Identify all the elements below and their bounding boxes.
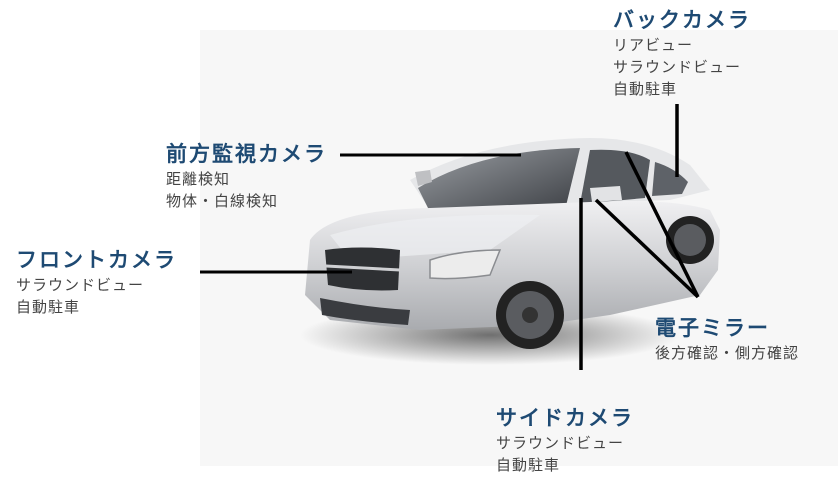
label-line: サラウンドビュー [16, 276, 145, 294]
label-line: 自動駐車 [496, 456, 561, 474]
car-illustration [300, 138, 720, 365]
label-line: 自動駐車 [613, 80, 678, 98]
label-line: 後方確認・側方確認 [655, 344, 800, 362]
label-title: フロントカメラ [16, 248, 177, 272]
label-front-camera: フロントカメラ サラウンドビュー 自動駐車 [16, 246, 177, 318]
label-front-monitor-camera: 前方監視カメラ 距離検知 物体・白線検知 [166, 140, 327, 212]
label-title: 電子ミラー [655, 316, 770, 340]
label-line: 物体・白線検知 [166, 192, 279, 210]
label-title: バックカメラ [613, 8, 751, 32]
label-line: 自動駐車 [16, 298, 81, 316]
label-title: 前方監視カメラ [166, 142, 327, 166]
label-side-camera: サイドカメラ サラウンドビュー 自動駐車 [496, 404, 634, 476]
label-electronic-mirror: 電子ミラー 後方確認・側方確認 [655, 314, 799, 364]
label-line: サラウンドビュー [613, 58, 742, 76]
label-line: 距離検知 [166, 170, 231, 188]
label-line: リアビュー [613, 36, 694, 54]
label-back-camera: バックカメラ リアビュー サラウンドビュー 自動駐車 [613, 6, 751, 100]
label-line: サラウンドビュー [496, 434, 625, 452]
label-title: サイドカメラ [496, 406, 634, 430]
